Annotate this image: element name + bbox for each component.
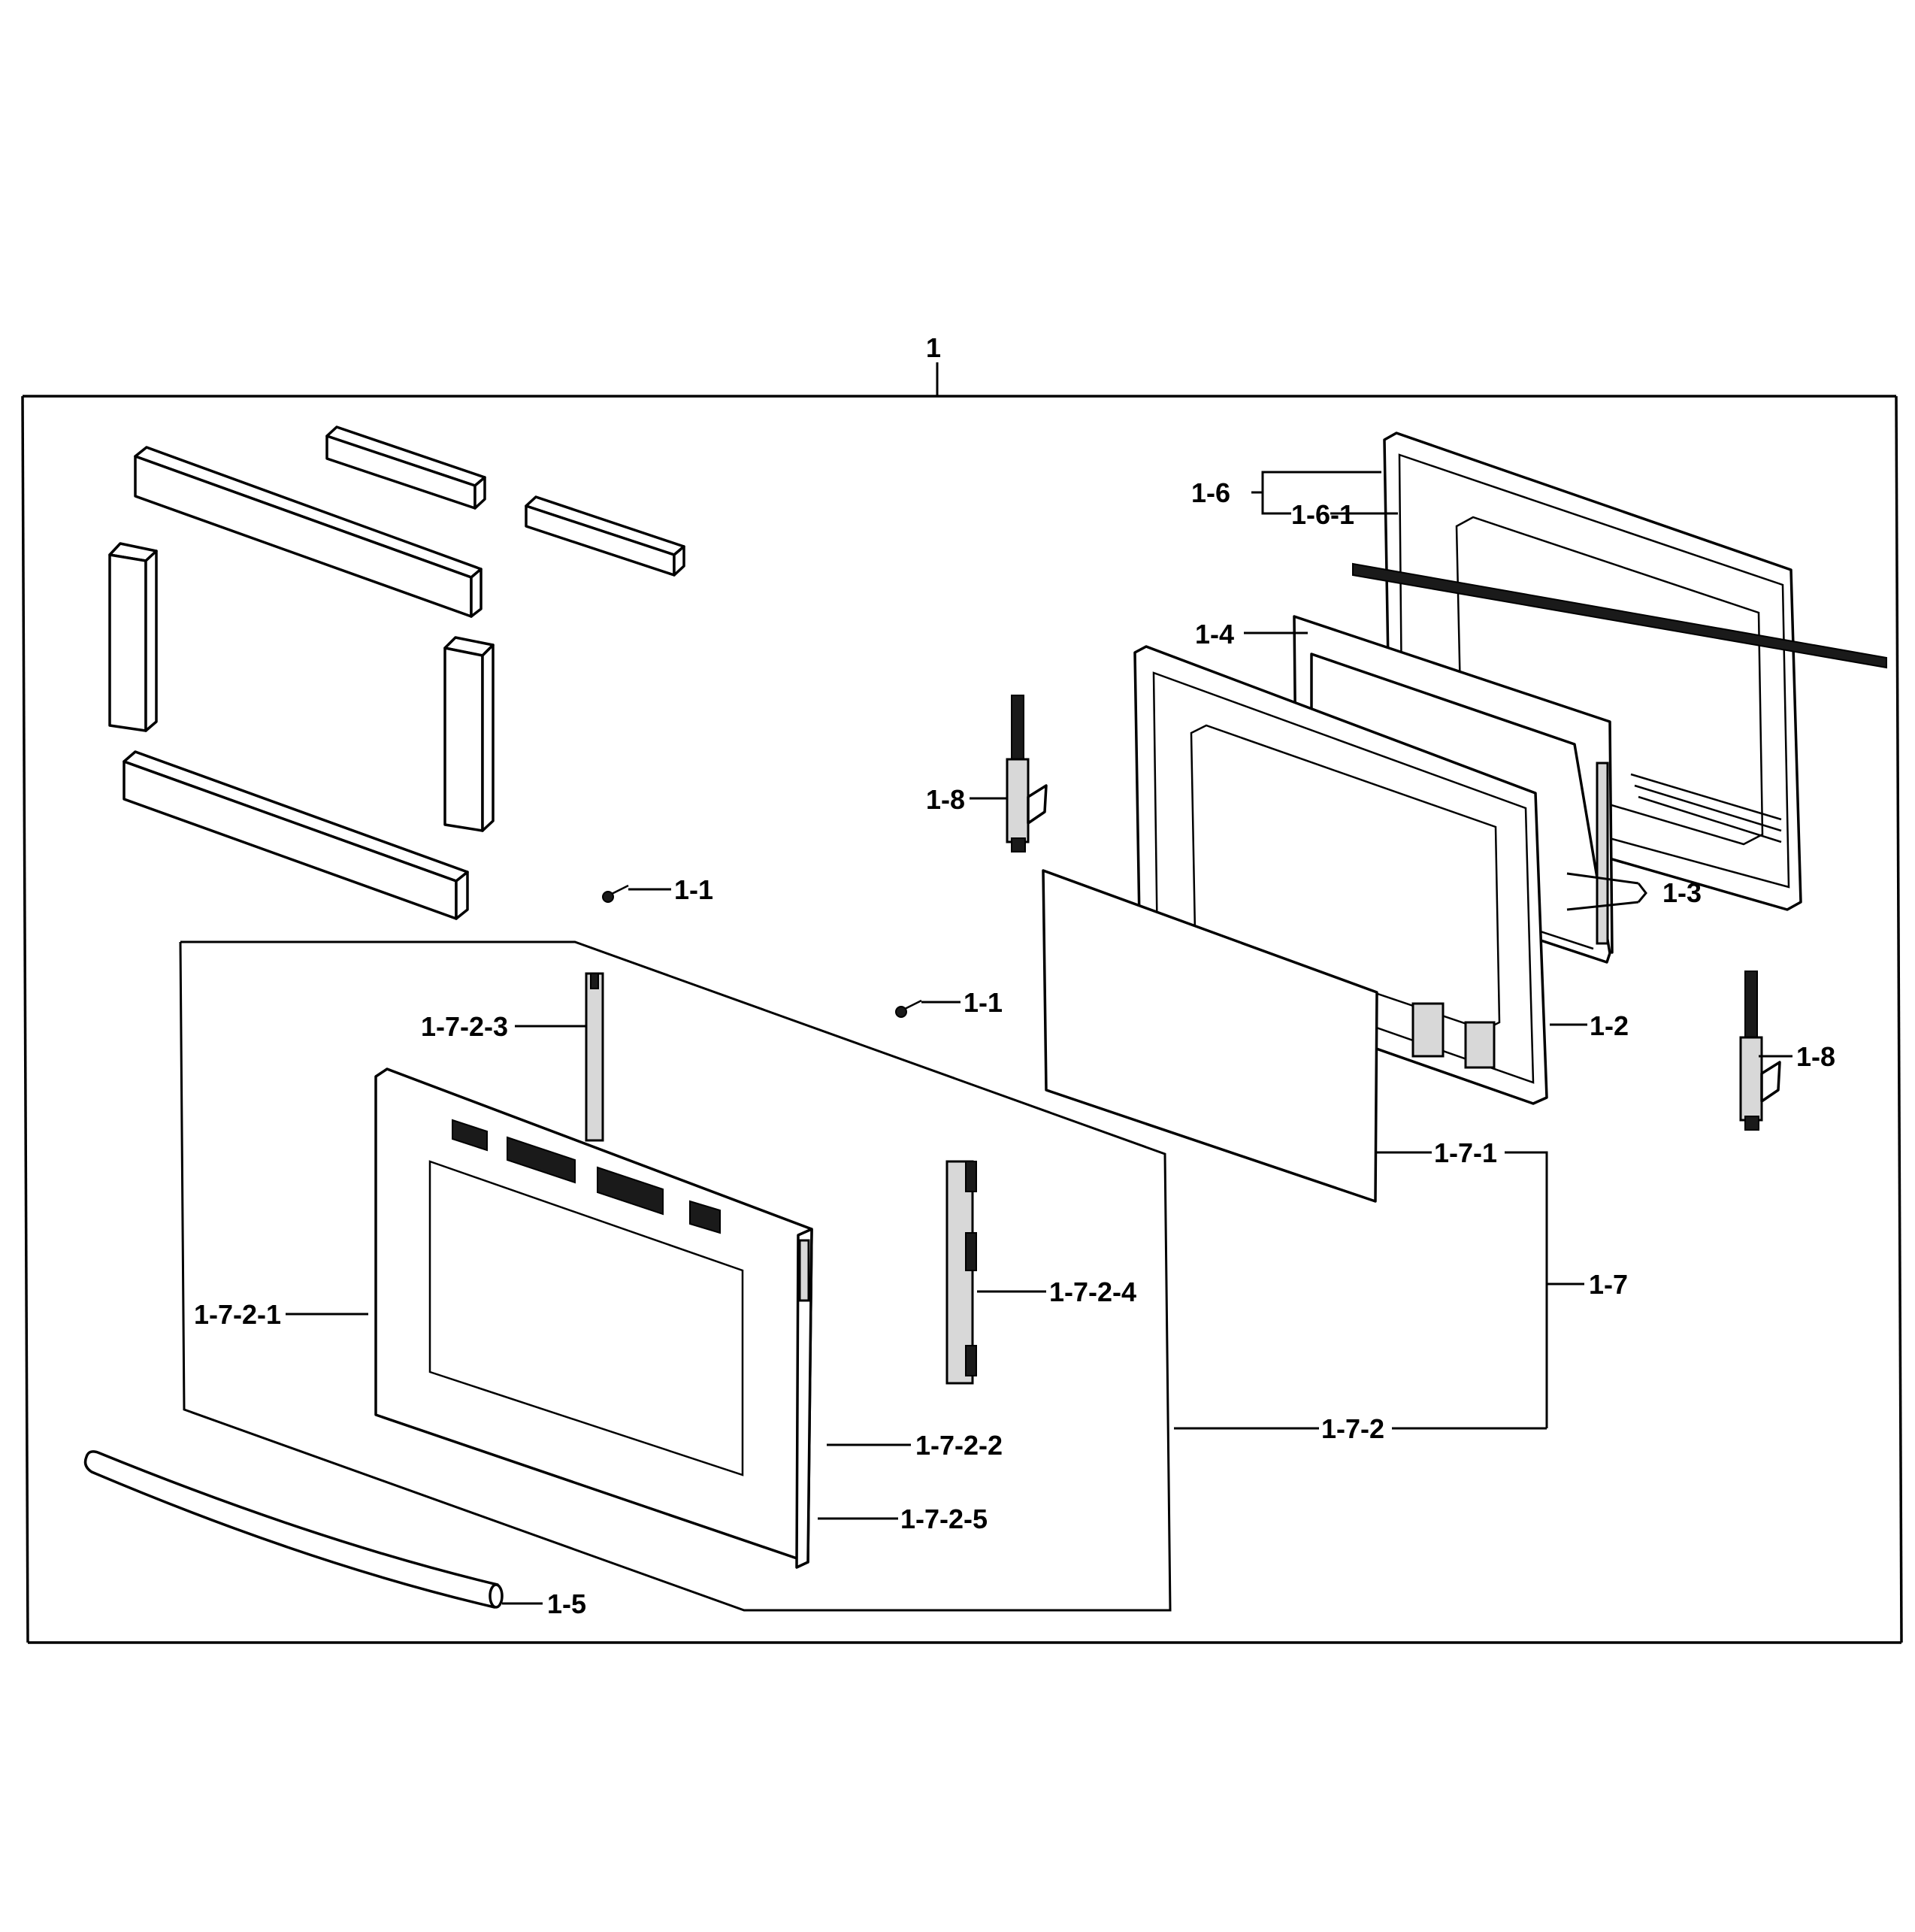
- trim-left: [585, 972, 604, 1142]
- callout-1-8-right: 1-8: [1796, 1041, 1835, 1072]
- callout-1-7-2-1: 1-7-2-1: [194, 1299, 281, 1330]
- leader-lines: [286, 471, 1792, 1605]
- callout-1-3: 1-3: [1662, 877, 1702, 908]
- screw-top: [602, 884, 629, 903]
- callout-1-7-2-2: 1-7-2-2: [915, 1430, 1003, 1461]
- callout-1-7: 1-7: [1589, 1269, 1628, 1300]
- callout-1-1-top: 1-1: [674, 874, 713, 905]
- outer-glass: [1042, 869, 1378, 1203]
- callout-1-7-2-3: 1-7-2-3: [421, 1011, 508, 1042]
- callout-1-8-left: 1-8: [926, 784, 965, 815]
- assembly-frame: [21, 362, 1903, 1644]
- door-front-panel: [374, 1067, 813, 1569]
- callout-1-7-2-5: 1-7-2-5: [900, 1504, 988, 1534]
- callout-1-1-mid: 1-1: [964, 987, 1003, 1018]
- door-handle: [83, 1450, 504, 1609]
- hinge-left: [1006, 695, 1048, 852]
- callout-1-7-2-4: 1-7-2-4: [1049, 1276, 1136, 1307]
- callout-1-7-2: 1-7-2: [1321, 1413, 1384, 1444]
- door-front-outline: [179, 940, 1172, 1612]
- hinge-right: [1739, 971, 1781, 1131]
- insulation-blocks: [108, 425, 685, 920]
- callout-1-6: 1-6: [1191, 477, 1230, 508]
- callout-1-4: 1-4: [1195, 619, 1234, 650]
- callout-labels: 1 1-6 1-6-1 1-4 1-8 1-8 1-1 1-1 1-3 1-2 …: [194, 332, 1835, 1619]
- trim-right: [945, 1160, 977, 1385]
- screw-mid: [895, 999, 922, 1018]
- callout-1-6-1: 1-6-1: [1291, 499, 1354, 530]
- callout-1-5: 1-5: [547, 1588, 586, 1619]
- callout-1-2: 1-2: [1590, 1010, 1629, 1041]
- callout-1: 1: [926, 332, 941, 363]
- callout-1-7-1: 1-7-1: [1434, 1137, 1497, 1168]
